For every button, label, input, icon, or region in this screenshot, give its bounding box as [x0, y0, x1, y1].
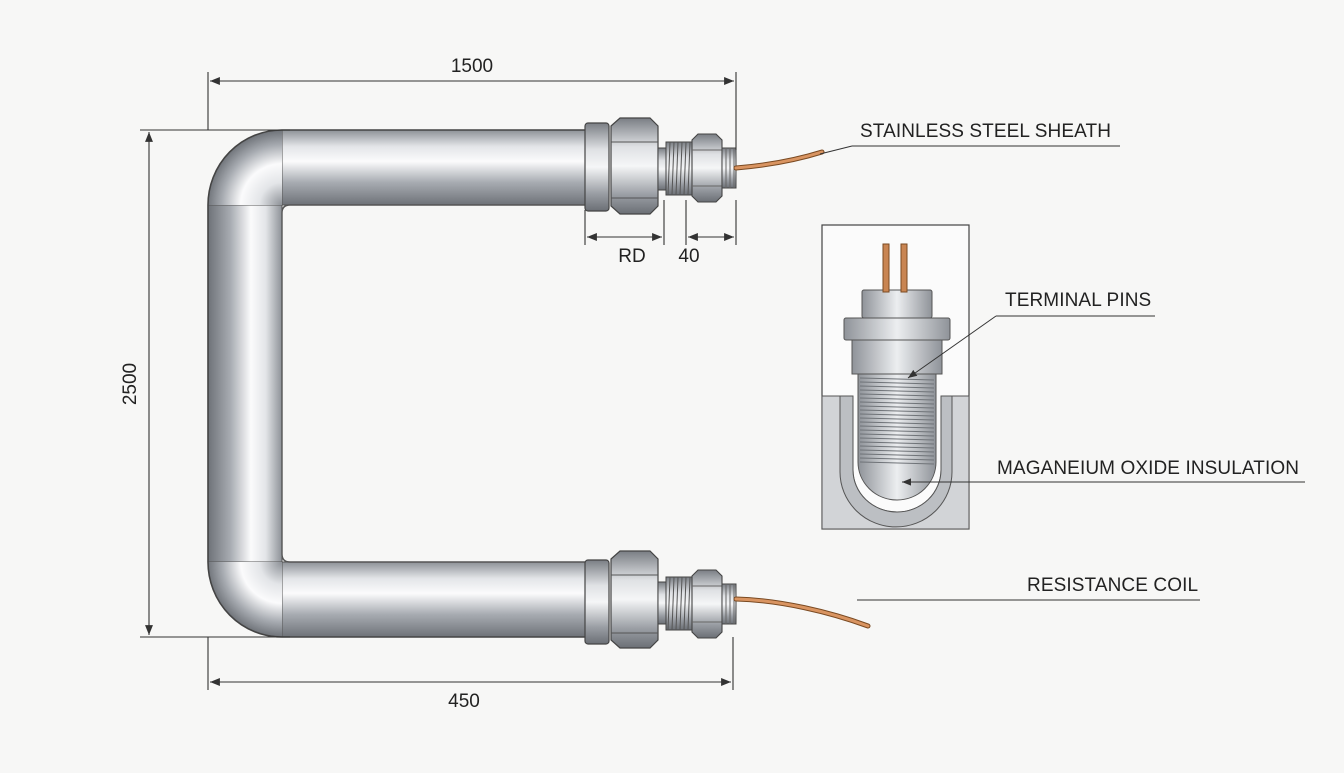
bottom-width-dimension: 450 [448, 691, 480, 712]
cross-section-detail [821, 224, 970, 530]
height-dimension: 2500 [120, 363, 141, 405]
dimension-lines [140, 72, 737, 690]
callout-leaders [819, 145, 1305, 601]
fitting-length-dimension: 40 [678, 246, 699, 267]
bottom-copper-lead-wire [734, 597, 870, 628]
top-small-nut [691, 133, 723, 203]
bottom-small-nut [691, 569, 723, 639]
top-copper-lead-wire [734, 150, 824, 170]
sheath-wall-section [839, 395, 953, 528]
top-collar [584, 122, 610, 212]
top-width-dimension: 1500 [451, 56, 493, 77]
stainless-steel-sheath-tube [207, 129, 588, 638]
top-terminal-fitting [584, 117, 825, 215]
bottom-terminal-fitting [584, 550, 871, 649]
terminal-pin-left [882, 243, 890, 293]
terminal-pin-right [900, 243, 908, 293]
rd-dimension: RD [618, 246, 645, 267]
stainless-steel-sheath-label: STAINLESS STEEL SHEATH [860, 121, 1111, 142]
resistance-coil-label: RESISTANCE COIL [1027, 575, 1198, 596]
coil-windings [859, 377, 935, 465]
magnesium-oxide-insulation-label: MAGANEIUM OXIDE INSULATION [997, 458, 1299, 479]
top-hex-nut [610, 117, 659, 215]
bottom-threaded-section [665, 576, 693, 631]
bottom-collar [584, 559, 610, 645]
terminal-pins-label: TERMINAL PINS [1005, 290, 1151, 311]
